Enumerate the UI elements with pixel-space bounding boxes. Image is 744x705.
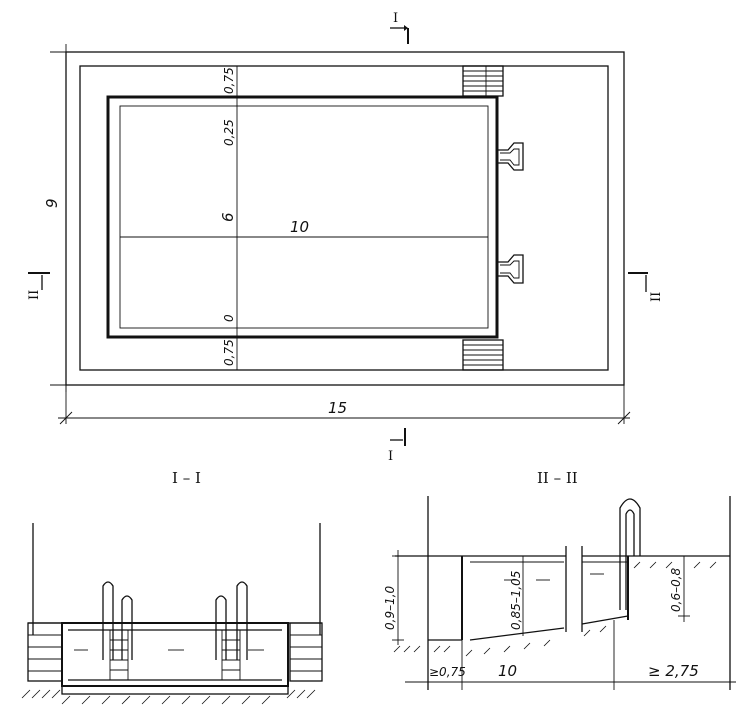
cut-mark-top: I — [390, 11, 409, 44]
svg-text:I: I — [393, 11, 398, 26]
svg-text:I: I — [388, 449, 393, 464]
pool-outer-wall — [106, 95, 499, 339]
pool-inner-wall — [119, 105, 489, 329]
plan-depth-label: 9 — [43, 198, 61, 208]
svg-text:II: II — [649, 292, 664, 302]
plan-width-label: 15 — [328, 399, 347, 417]
pool-length-label: 10 — [290, 218, 309, 236]
mid-end-label: 0 — [222, 314, 236, 322]
cut-mark-bottom: I — [388, 428, 406, 464]
pool-width-label: 6 — [219, 212, 237, 222]
shallow-end-label: 0,25 — [222, 119, 236, 146]
right-clearance-label: ≥ 2,75 — [648, 662, 699, 680]
plan-view: 15 9 10 6 0,25 0 0,75 0,75 I I II — [27, 11, 664, 464]
deep-range-label: 0,9–1,0 — [383, 585, 397, 630]
section-2-title: II – II — [537, 469, 578, 487]
section-2: II – II 0,9–1,0 0,85–1,05 — [383, 469, 736, 690]
margin-bottom-label: 0,75 — [222, 339, 236, 366]
ladder-lower — [497, 254, 524, 284]
cut-mark-left: II — [27, 272, 50, 300]
margin-top-label: 0,75 — [222, 67, 236, 94]
length-label: 10 — [498, 662, 517, 680]
stair-bottom — [462, 339, 504, 371]
mid-range-label: 0,85–1,05 — [509, 571, 523, 630]
ladder-upper — [497, 142, 524, 171]
site-outline — [65, 51, 625, 386]
section-1-title: I – I — [172, 469, 201, 487]
svg-text:II: II — [27, 290, 42, 300]
left-clearance-label: ≥0,75 — [429, 665, 466, 679]
deck-outline — [79, 65, 609, 371]
stair-top — [462, 65, 504, 97]
section-1: I – I — [21, 469, 323, 705]
cut-mark-right: II — [628, 272, 664, 302]
shallow-range-label: 0,6–0,8 — [669, 567, 683, 612]
